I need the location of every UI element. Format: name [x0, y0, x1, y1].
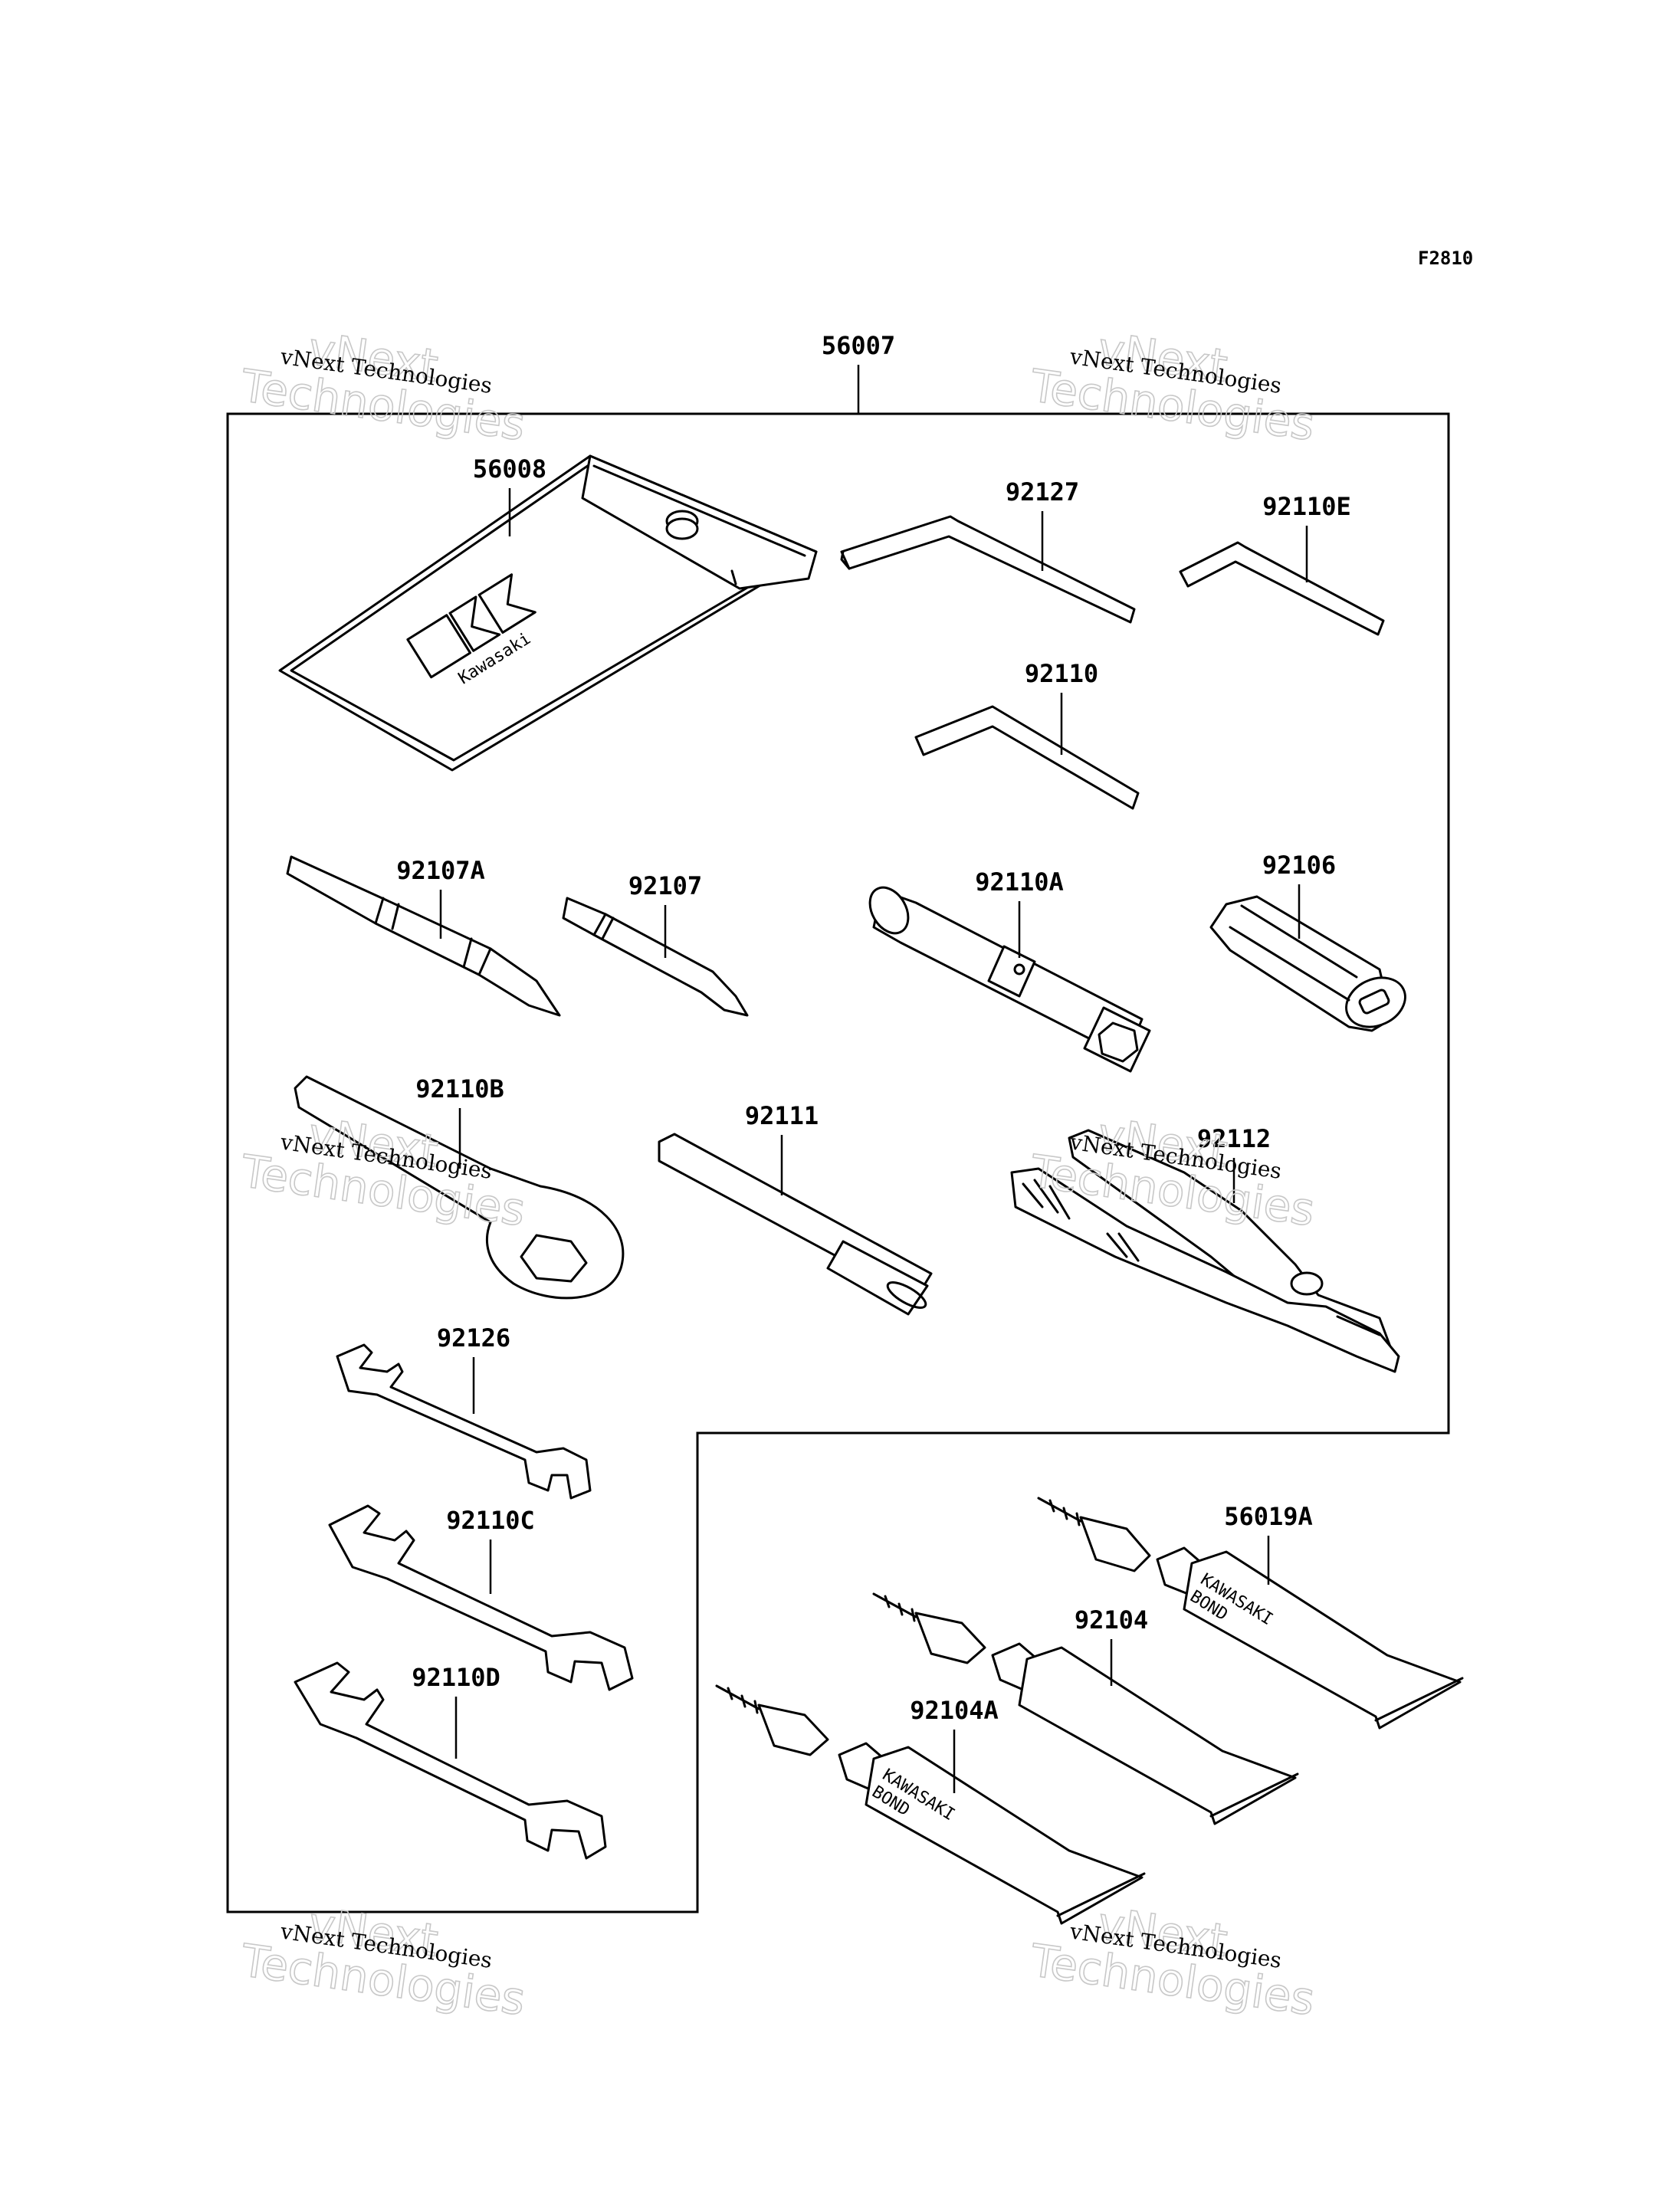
figure-code: F2810 — [1418, 248, 1473, 269]
open-wrench-92110C[interactable] — [328, 1504, 634, 1691]
label-92110C[interactable]: 92110C — [446, 1506, 535, 1535]
watermark-mid-right: vNext Technologies vNext Technologies — [1026, 1107, 1318, 1237]
open-wrench-92126[interactable] — [336, 1343, 592, 1500]
screwdriver-92107A[interactable] — [286, 855, 561, 1017]
open-wrench-92110D[interactable] — [294, 1661, 607, 1860]
watermark-bottom-right: vNext Technologies vNext Technologies — [1026, 1897, 1318, 2026]
tool-pouch-56008[interactable]: Kawasaki — [278, 454, 818, 772]
screwdriver-92107[interactable] — [562, 897, 749, 1017]
label-56007[interactable]: 56007 — [822, 331, 895, 360]
box-wrench-92110A[interactable] — [862, 880, 1151, 1073]
label-92104A[interactable]: 92104A — [910, 1696, 999, 1725]
watermark-top-left: vNext Technologies vNext Technologies — [237, 322, 529, 451]
label-92110E[interactable]: 92110E — [1262, 492, 1351, 521]
watermark-bottom-left: vNext Technologies vNext Technologies — [237, 1897, 529, 2026]
label-56008[interactable]: 56008 — [473, 454, 546, 484]
label-92110A[interactable]: 92110A — [975, 867, 1064, 897]
hex-key-92110E[interactable] — [1179, 541, 1385, 636]
watermark-top-right: vNext Technologies vNext Technologies — [1026, 322, 1318, 451]
label-56019A[interactable]: 56019A — [1224, 1502, 1313, 1531]
label-92110[interactable]: 92110 — [1025, 659, 1098, 688]
bond-tube-92104A[interactable]: KAWASAKI BOND — [715, 1684, 1146, 1925]
label-92112[interactable]: 92112 — [1197, 1124, 1271, 1153]
hex-key-92110[interactable] — [914, 705, 1140, 810]
pliers-92112[interactable] — [1010, 1129, 1400, 1373]
label-92106[interactable]: 92106 — [1262, 851, 1336, 880]
bond-tube-56019A[interactable]: KAWASAKI BOND — [1037, 1497, 1464, 1730]
label-92126[interactable]: 92126 — [437, 1323, 510, 1353]
hex-key-92127[interactable] — [840, 515, 1136, 624]
label-92107[interactable]: 92107 — [628, 871, 702, 900]
bond-tube-92104[interactable] — [872, 1592, 1299, 1825]
handle-92106[interactable] — [1209, 895, 1413, 1036]
watermark-mid-left: vNext Technologies vNext Technologies — [237, 1107, 529, 1237]
ring-wrench-92110B[interactable] — [294, 1075, 625, 1300]
bar-92111[interactable] — [658, 1133, 933, 1316]
label-92127[interactable]: 92127 — [1006, 477, 1079, 507]
label-92104[interactable]: 92104 — [1075, 1605, 1148, 1635]
kit-frame — [226, 412, 1450, 1913]
label-92110D[interactable]: 92110D — [412, 1663, 500, 1692]
label-92111[interactable]: 92111 — [745, 1101, 819, 1130]
label-92110B[interactable]: 92110B — [415, 1074, 504, 1103]
label-92107A[interactable]: 92107A — [396, 856, 485, 885]
